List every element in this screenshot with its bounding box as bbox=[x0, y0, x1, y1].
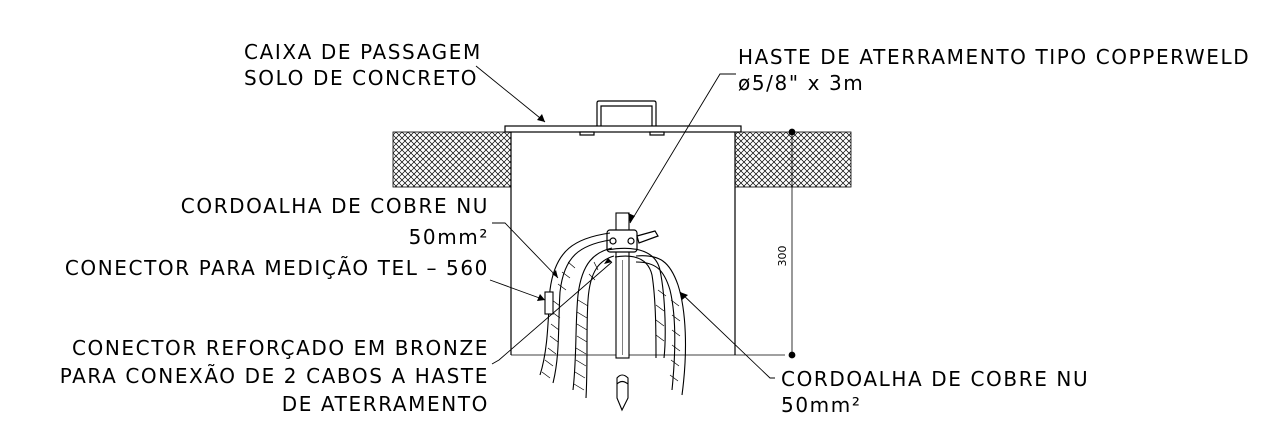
depth-value: 300 bbox=[776, 246, 789, 267]
soil-right bbox=[734, 131, 852, 188]
cable-left bbox=[539, 232, 615, 399]
label-caixa-line2: SOLO DE CONCRETO bbox=[244, 66, 478, 90]
measurement-connector bbox=[544, 291, 554, 315]
box-lid bbox=[504, 100, 742, 136]
label-haste-line2: ø5/8" x 3m bbox=[738, 71, 864, 95]
bronze-clamp bbox=[606, 229, 659, 253]
label-cordoalha-right-line2: 50mm² bbox=[781, 393, 861, 417]
label-conector-medicao: CONECTOR PARA MEDIÇÃO TEL – 560 bbox=[65, 256, 489, 280]
soil-left bbox=[392, 131, 512, 188]
label-cordoalha-right-line1: CORDOALHA DE COBRE NU bbox=[781, 367, 1089, 391]
depth-dimension bbox=[788, 128, 796, 359]
leader-arrowheads bbox=[537, 114, 688, 301]
label-caixa-line1: CAIXA DE PASSAGEM bbox=[244, 40, 482, 64]
label-cordoalha-left-line2: 50mm² bbox=[409, 225, 489, 249]
label-haste-line1: HASTE DE ATERRAMENTO TIPO COPPERWELD bbox=[738, 45, 1250, 69]
concrete-box bbox=[510, 132, 785, 356]
label-conector-bronze-line3: DE ATERRAMENTO bbox=[282, 392, 489, 416]
label-conector-bronze-line1: CONECTOR REFORÇADO EM BRONZE bbox=[72, 336, 489, 360]
label-cordoalha-left-line1: CORDOALHA DE COBRE NU bbox=[181, 194, 489, 218]
leader-lines bbox=[475, 65, 775, 379]
cable-right bbox=[606, 247, 687, 396]
label-conector-bronze-line2: PARA CONEXÃO DE 2 CABOS A HASTE bbox=[60, 364, 489, 388]
